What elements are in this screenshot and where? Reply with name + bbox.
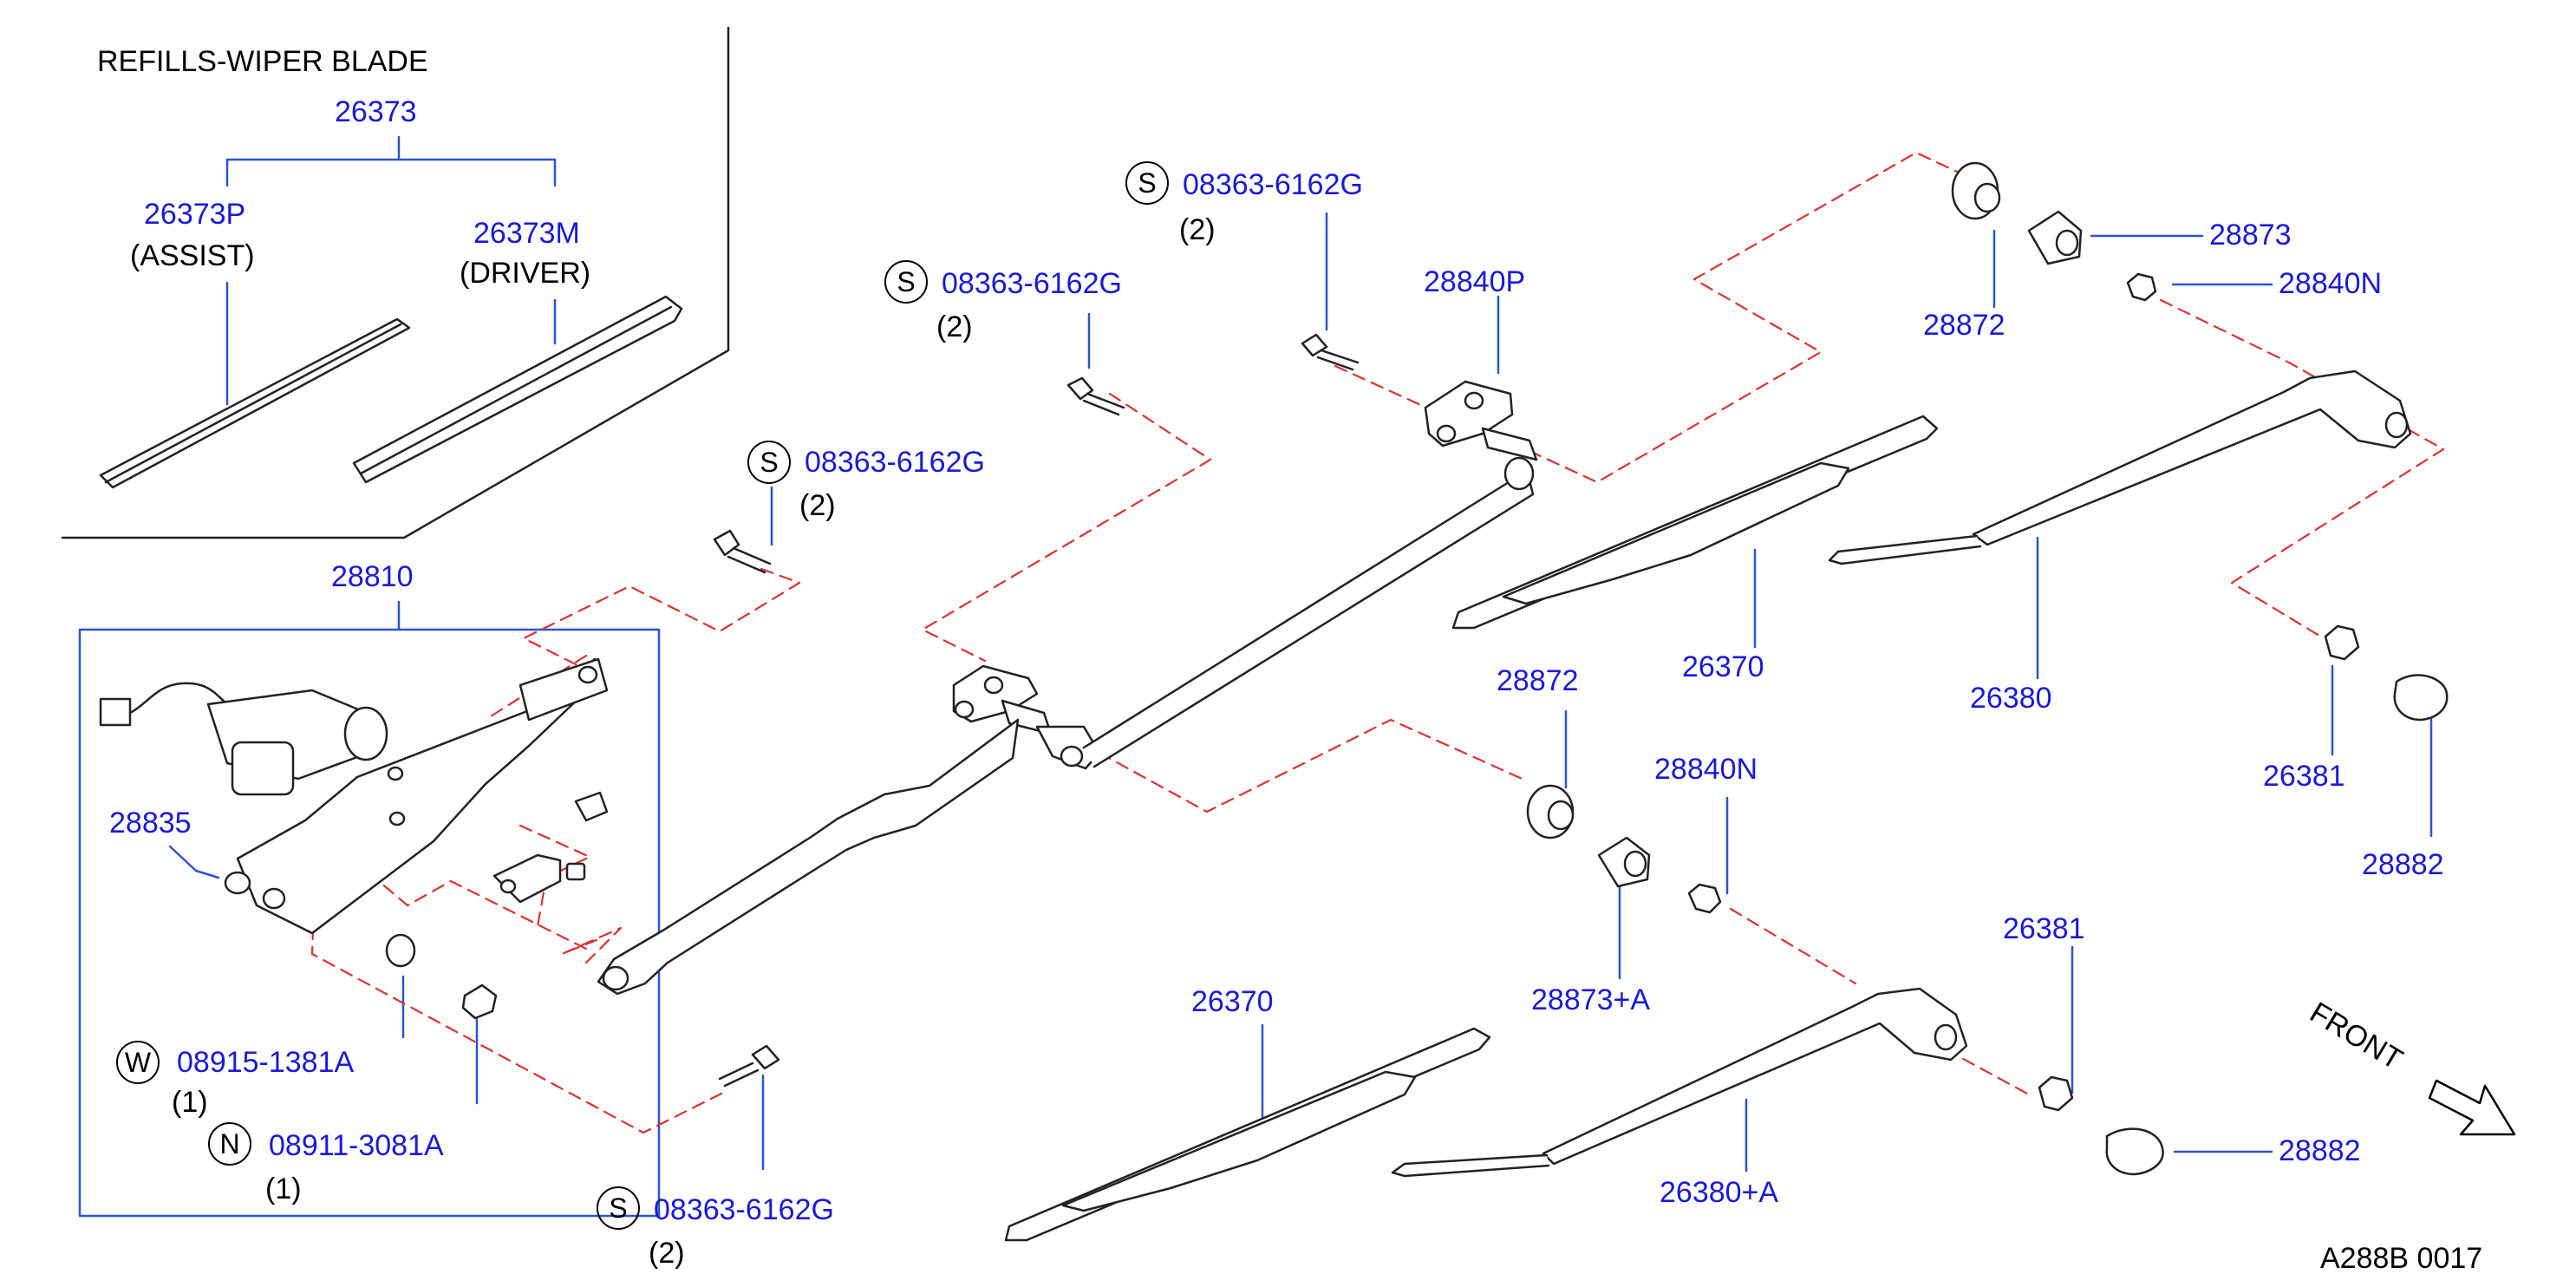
washer-qty: (1) [172,1086,208,1119]
blade-lower-number[interactable]: 26370 [1191,985,1274,1018]
nut-symbol: N [208,1122,251,1166]
bushing-upper-number[interactable]: 28873 [2209,219,2292,252]
screw-qty-4: (2) [649,1237,685,1270]
screw-symbol-2: S [884,260,928,304]
cap-upper-number[interactable]: 28872 [1923,309,2005,342]
screw-symbol-4: S [597,1186,640,1230]
nut-number[interactable]: 08911-3081A [269,1129,444,1162]
screw-qty-2: (2) [936,310,973,343]
front-arrow [2428,1079,2516,1136]
refill-inset-border [61,26,730,539]
wiper-arms [1391,369,2412,1178]
screw-number-1[interactable]: 08363-6162G [805,446,985,479]
nut-lower-number[interactable]: 28840N [1654,753,1758,786]
cap-lower-number[interactable]: 28872 [1497,664,1579,697]
washer-symbol: W [116,1041,160,1084]
diagram-code: A288B 0017 [2320,1242,2483,1275]
wiper-blades [1004,415,1939,1242]
screw-qty-3: (2) [1179,213,1216,246]
screw-symbol-1: S [747,441,791,484]
arm-nut-lower-number[interactable]: 26381 [2003,912,2085,945]
screw-symbol-3: S [1125,161,1169,205]
refill-blades [99,295,683,489]
motor-assembly-number[interactable]: 28810 [331,560,414,593]
pivot-number[interactable]: 28840P [1424,265,1526,298]
washer-number[interactable]: 08915-1381A [177,1046,355,1079]
screws [713,333,1360,1088]
refills-title: REFILLS-WIPER BLADE [97,45,428,78]
bracket-number[interactable]: 28835 [109,807,192,839]
bushing-lower-number[interactable]: 28873+A [1531,983,1651,1016]
screw-number-3[interactable]: 08363-6162G [1183,168,1363,201]
nut-qty: (1) [265,1173,302,1205]
arm-nut-upper-number[interactable]: 26381 [2263,760,2345,793]
refill-driver-note: (DRIVER) [460,257,591,290]
linkage [597,380,1538,996]
nut-upper-number[interactable]: 28840N [2279,267,2383,300]
screw-number-2[interactable]: 08363-6162G [942,267,1122,300]
refill-assist-number[interactable]: 26373P [144,198,246,231]
arm-cap-upper-number[interactable]: 28882 [2362,848,2444,881]
small-parts [1526,161,2449,1176]
motor-unit [99,657,609,1020]
screw-qty-1: (2) [799,489,836,522]
blade-upper-number[interactable]: 26370 [1682,650,1764,683]
arm-upper-number[interactable]: 26380 [1970,682,2052,715]
arm-lower-number[interactable]: 26380+A [1660,1176,1779,1209]
arm-cap-lower-number[interactable]: 28882 [2279,1134,2361,1167]
refill-driver-number[interactable]: 26373M [473,217,580,250]
leader-lines [168,135,2433,1173]
motor-assembly-box [78,628,661,1218]
screw-number-4[interactable]: 08363-6162G [654,1193,834,1226]
refill-assist-note: (ASSIST) [130,239,255,272]
refill-set-number[interactable]: 26373 [335,95,417,128]
